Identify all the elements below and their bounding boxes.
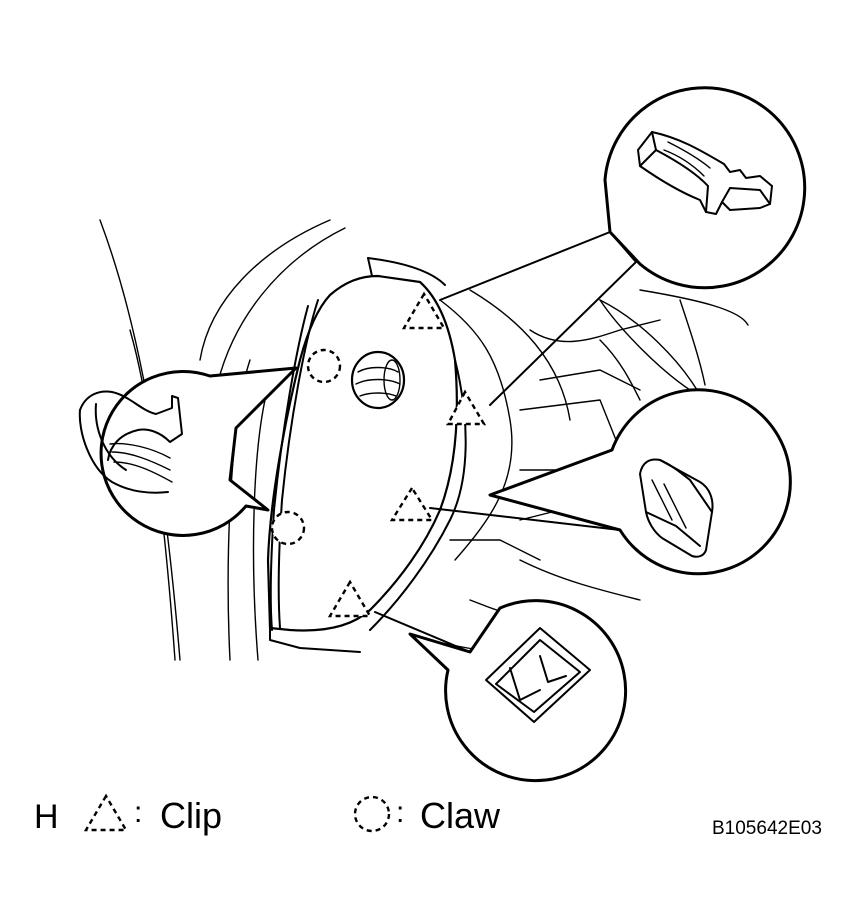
claw-markers bbox=[270, 348, 342, 546]
section-letter: H bbox=[34, 798, 59, 836]
claw-legend-separator: : bbox=[396, 796, 404, 829]
clip-legend-label: Clip bbox=[160, 795, 222, 836]
clip-marker-1 bbox=[401, 291, 447, 330]
clip-legend-icon bbox=[83, 793, 129, 832]
clip-marker-2 bbox=[446, 389, 487, 426]
clip-markers bbox=[327, 291, 487, 618]
clip-legend-separator: : bbox=[134, 796, 142, 829]
claw-detail-bubble bbox=[78, 366, 298, 537]
clip-detail-bubble-top bbox=[603, 86, 807, 290]
legend: H : Clip : Claw B105642E03 bbox=[34, 793, 822, 839]
clip-detail-bubble-middle bbox=[488, 388, 792, 576]
clip-detail-bubble-bottom bbox=[408, 599, 628, 783]
clip-marker-3 bbox=[389, 485, 435, 522]
claw-marker-2 bbox=[270, 510, 306, 546]
clip-marker-4 bbox=[327, 579, 373, 618]
claw-marker-1 bbox=[306, 348, 342, 384]
claw-legend-label: Claw bbox=[420, 795, 501, 836]
figure-id: B105642E03 bbox=[712, 818, 822, 839]
claw-legend-icon bbox=[353, 795, 391, 833]
